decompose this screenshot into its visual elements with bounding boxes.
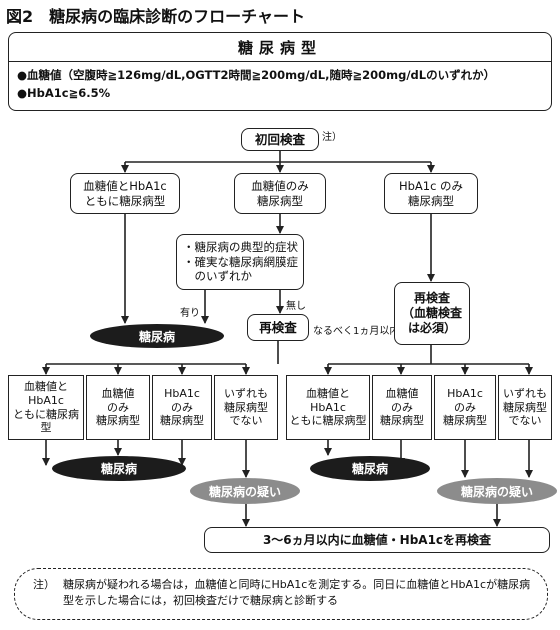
left-outcome-hba1c-only: HbA1c のみ 糖尿病型 [152,375,212,440]
left-outcome-both: 血糖値と HbA1c ともに糖尿病型 [8,375,84,440]
right-outcome-both: 血糖値と HbA1c ともに糖尿病型 [286,375,370,440]
suspected-oval-left: 糖尿病の疑い [190,478,300,504]
figure-title: 図2 糖尿病の臨床診断のフローチャート [6,7,305,26]
reexam-required-box: 再検査 （血糖検査 は必須） [394,282,470,345]
initial-exam-box: 初回検査 [241,128,319,151]
right-outcome-neither: いずれも 糖尿病型 でない [498,375,552,440]
criterion-glucose: ●血糖値（空腹時≧126mg/dL,OGTT2時間≧200mg/dL,随時≧20… [17,68,496,82]
branch-glucose-only-box: 血糖値のみ 糖尿病型 [234,173,326,214]
criterion-hba1c: ●HbA1c≧6.5% [17,85,111,100]
symptom-box: ・糖尿病の典型的症状 ・確実な糖尿病網膜症 のいずれか [176,234,304,290]
footnote-text: 糖尿病が疑われる場合は，血糖値と同時にHbA1cを測定する。同日に血糖値とHbA… [63,578,531,607]
diabetes-oval-right: 糖尿病 [310,456,430,481]
yes-label: 有り [180,308,200,319]
footnote-mark: 注） [33,578,55,591]
reexam-note: なるべく1ヵ月以内に [313,326,410,337]
diabetes-oval-upper: 糖尿病 [90,324,224,348]
suspected-oval-right: 糖尿病の疑い [437,478,557,504]
left-outcome-glucose-only: 血糖値 のみ 糖尿病型 [86,375,150,440]
reexam-box: 再検査 [247,314,309,341]
branch-hba1c-only-box: HbA1c のみ 糖尿病型 [384,173,478,214]
right-outcome-hba1c-only: HbA1c のみ 糖尿病型 [434,375,496,440]
branch-both-box: 血糖値とHbA1c ともに糖尿病型 [70,173,180,214]
definition-heading: 糖尿病型 [8,32,552,62]
footnote-box: 注） 糖尿病が疑われる場合は，血糖値と同時にHbA1cを測定する。同日に血糖値と… [14,568,548,620]
diabetes-oval-left: 糖尿病 [52,456,186,481]
no-label: 無し [286,301,306,312]
initial-exam-note-mark: 注） [322,132,342,143]
left-outcome-neither: いずれも 糖尿病型 でない [214,375,278,440]
right-outcome-glucose-only: 血糖値 のみ 糖尿病型 [372,375,432,440]
recheck-box: 3～6ヵ月以内に血糖値・HbA1cを再検査 [204,527,550,553]
definition-criteria: ●血糖値（空腹時≧126mg/dL,OGTT2時間≧200mg/dL,随時≧20… [8,61,552,111]
